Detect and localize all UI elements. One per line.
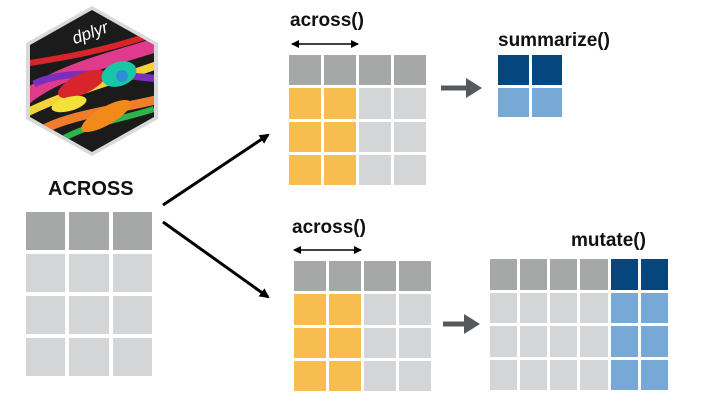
- top-selected-cell: [324, 121, 356, 152]
- mutate-body-cell: [490, 326, 518, 357]
- summarize-value-cell: [531, 87, 562, 117]
- mutate-header-cell: [520, 259, 548, 290]
- mutate-new-value-cell: [610, 359, 638, 390]
- mutate-header-cell: [490, 259, 518, 290]
- top-selected-cell: [324, 154, 356, 185]
- bottom-body-cell: [399, 360, 431, 391]
- mutate-header-cell: [550, 259, 578, 290]
- dplyr-logo: dplyr: [26, 6, 158, 156]
- mutate-body-cell: [520, 292, 548, 323]
- bottom-body-cell: [364, 360, 396, 391]
- bottom-body-cell: [364, 294, 396, 325]
- top-body-cell: [394, 154, 426, 185]
- top-body-cell: [359, 88, 391, 119]
- mutate-new-value-cell: [640, 359, 668, 390]
- source-body-cell: [69, 296, 109, 334]
- bottom-across-table: [294, 261, 431, 391]
- arrow-to-top-across: [162, 133, 270, 207]
- bottom-body-cell: [399, 327, 431, 358]
- mutate-body-cell: [490, 292, 518, 323]
- summarize-result-table: [498, 55, 562, 117]
- source-header-cell: [69, 212, 109, 250]
- mutate-body-cell: [520, 359, 548, 390]
- mutate-body-cell: [550, 359, 578, 390]
- top-body-cell: [359, 154, 391, 185]
- across-title: ACROSS: [48, 178, 134, 200]
- bottom-header-cell: [329, 261, 361, 292]
- bottom-header-cell: [294, 261, 326, 292]
- bottom-selected-cell: [294, 294, 326, 325]
- summarize-value-cell: [498, 87, 529, 117]
- arrow-to-mutate: [443, 314, 480, 334]
- mutate-body-cell: [490, 359, 518, 390]
- mutate-new-value-cell: [610, 292, 638, 323]
- top-selected-cell: [289, 88, 321, 119]
- bottom-header-cell: [399, 261, 431, 292]
- summarize-header-cell: [531, 55, 562, 85]
- source-body-cell: [112, 296, 152, 334]
- source-body-cell: [69, 254, 109, 292]
- source-body-cell: [26, 254, 66, 292]
- bottom-selected-cell: [329, 294, 361, 325]
- mutate-body-cell: [580, 292, 608, 323]
- source-body-cell: [69, 338, 109, 376]
- top-selected-cell: [289, 154, 321, 185]
- summarize-header-cell: [498, 55, 529, 85]
- mutate-header-cell: [580, 259, 608, 290]
- bottom-body-cell: [399, 294, 431, 325]
- source-header-cell: [26, 212, 66, 250]
- source-body-cell: [112, 254, 152, 292]
- top-body-cell: [359, 121, 391, 152]
- bottom-selected-cell: [294, 327, 326, 358]
- bottom-selected-cell: [294, 360, 326, 391]
- source-body-cell: [26, 296, 66, 334]
- mutate-body-cell: [550, 292, 578, 323]
- mutate-label: mutate(): [571, 230, 646, 251]
- top-across-table: [289, 55, 426, 185]
- bottom-header-cell: [364, 261, 396, 292]
- top-body-cell: [394, 88, 426, 119]
- mutate-result-table: [490, 259, 668, 390]
- top-selected-cell: [289, 121, 321, 152]
- top-header-cell: [324, 55, 356, 86]
- mutate-body-cell: [550, 326, 578, 357]
- mutate-new-value-cell: [640, 292, 668, 323]
- top-body-cell: [394, 121, 426, 152]
- mutate-new-header-cell: [610, 259, 638, 290]
- mutate-new-value-cell: [640, 326, 668, 357]
- source-body-cell: [112, 338, 152, 376]
- source-body-cell: [26, 338, 66, 376]
- summarize-label: summarize(): [498, 30, 610, 51]
- mutate-body-cell: [580, 326, 608, 357]
- source-header-cell: [112, 212, 152, 250]
- bottom-body-cell: [364, 327, 396, 358]
- top-header-cell: [289, 55, 321, 86]
- arrow-to-summarize: [441, 78, 482, 98]
- top-header-cell: [359, 55, 391, 86]
- bottom-selected-cell: [329, 360, 361, 391]
- bottom-across-label: across(): [292, 217, 366, 238]
- top-across-label: across(): [290, 10, 364, 31]
- bottom-selected-cell: [329, 327, 361, 358]
- top-selected-cell: [324, 88, 356, 119]
- mutate-body-cell: [580, 359, 608, 390]
- mutate-new-value-cell: [610, 326, 638, 357]
- top-header-cell: [394, 55, 426, 86]
- arrow-to-bottom-across: [162, 220, 270, 299]
- mutate-new-header-cell: [640, 259, 668, 290]
- source-table: [26, 212, 152, 376]
- mutate-body-cell: [520, 326, 548, 357]
